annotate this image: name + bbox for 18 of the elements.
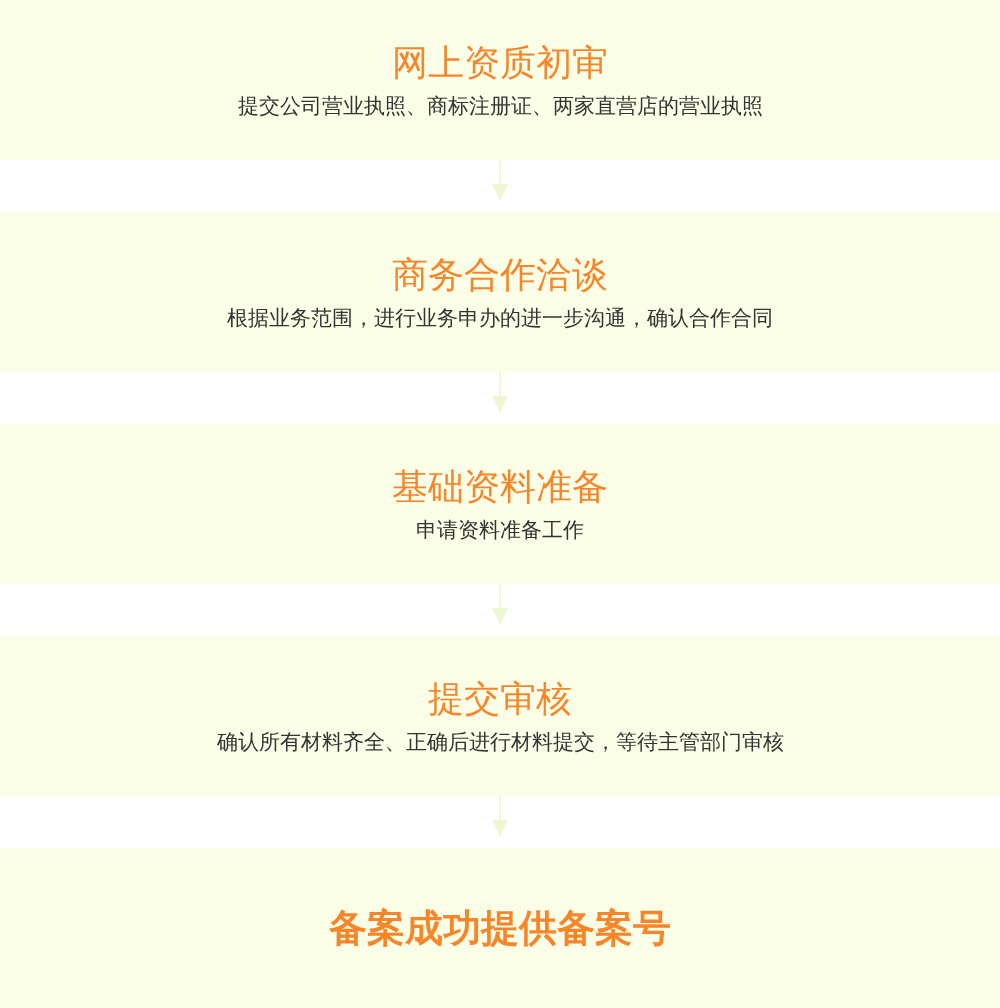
step-title: 网上资质初审 bbox=[392, 41, 608, 85]
step-band bbox=[0, 848, 1000, 1008]
arrow bbox=[492, 371, 508, 413]
step-band bbox=[0, 0, 1000, 160]
step-description: 申请资料准备工作 bbox=[416, 517, 584, 544]
arrow bbox=[492, 583, 508, 625]
step-title: 商务合作洽谈 bbox=[392, 253, 608, 297]
arrow bbox=[492, 795, 508, 837]
step-band bbox=[0, 636, 1000, 796]
step-title: 提交审核 bbox=[428, 677, 572, 721]
step-description: 提交公司营业执照、商标注册证、两家直营店的营业执照 bbox=[237, 93, 763, 120]
step-description: 根据业务范围，进行业务申办的进一步沟通，确认合作合同 bbox=[227, 305, 773, 332]
step-title: 基础资料准备 bbox=[392, 465, 608, 509]
step-description: 确认所有材料齐全、正确后进行材料提交，等待主管部门审核 bbox=[216, 729, 784, 756]
step-title: 备案成功提供备案号 bbox=[329, 905, 671, 952]
step-band bbox=[0, 424, 1000, 584]
arrow bbox=[492, 159, 508, 201]
step-band bbox=[0, 212, 1000, 372]
